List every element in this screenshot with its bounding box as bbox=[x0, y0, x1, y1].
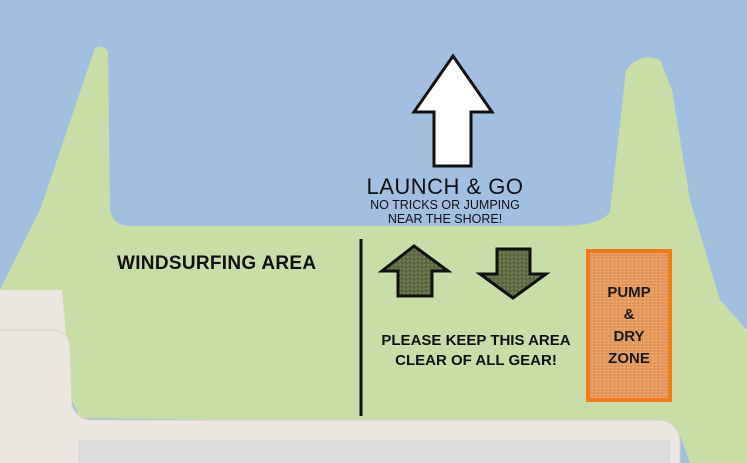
keep-clear-line2: CLEAR OF ALL GEAR! bbox=[395, 352, 557, 369]
down-arrow-filled-icon bbox=[475, 247, 551, 300]
launch-note-line1: NO TRICKS OR JUMPING bbox=[370, 198, 520, 212]
up-arrow-outline-icon bbox=[411, 53, 495, 168]
road bbox=[78, 440, 670, 463]
pump-zone-line3: DRY bbox=[613, 327, 645, 345]
launch-note-line2: NEAR THE SHORE! bbox=[387, 212, 503, 226]
windsurfing-area-label: WINDSURFING AREA bbox=[117, 253, 317, 274]
pump-zone-line1: PUMP bbox=[607, 283, 651, 301]
road-edge bbox=[0, 329, 681, 463]
pump-zone-line4: ZONE bbox=[608, 349, 650, 367]
up-arrow-filled-icon bbox=[377, 244, 453, 298]
keep-clear-line1: PLEASE KEEP THIS AREA bbox=[381, 332, 571, 349]
road-curb bbox=[0, 330, 680, 463]
grass-land bbox=[0, 46, 747, 463]
launch-note: NO TRICKS OR JUMPING NEAR THE SHORE! bbox=[330, 198, 560, 226]
keep-clear-notice: PLEASE KEEP THIS AREA CLEAR OF ALL GEAR! bbox=[362, 331, 590, 371]
pump-dry-zone: PUMP & DRY ZONE bbox=[586, 249, 672, 402]
launch-title: LAUNCH & GO bbox=[366, 174, 524, 199]
pump-zone-line2: & bbox=[623, 305, 635, 323]
